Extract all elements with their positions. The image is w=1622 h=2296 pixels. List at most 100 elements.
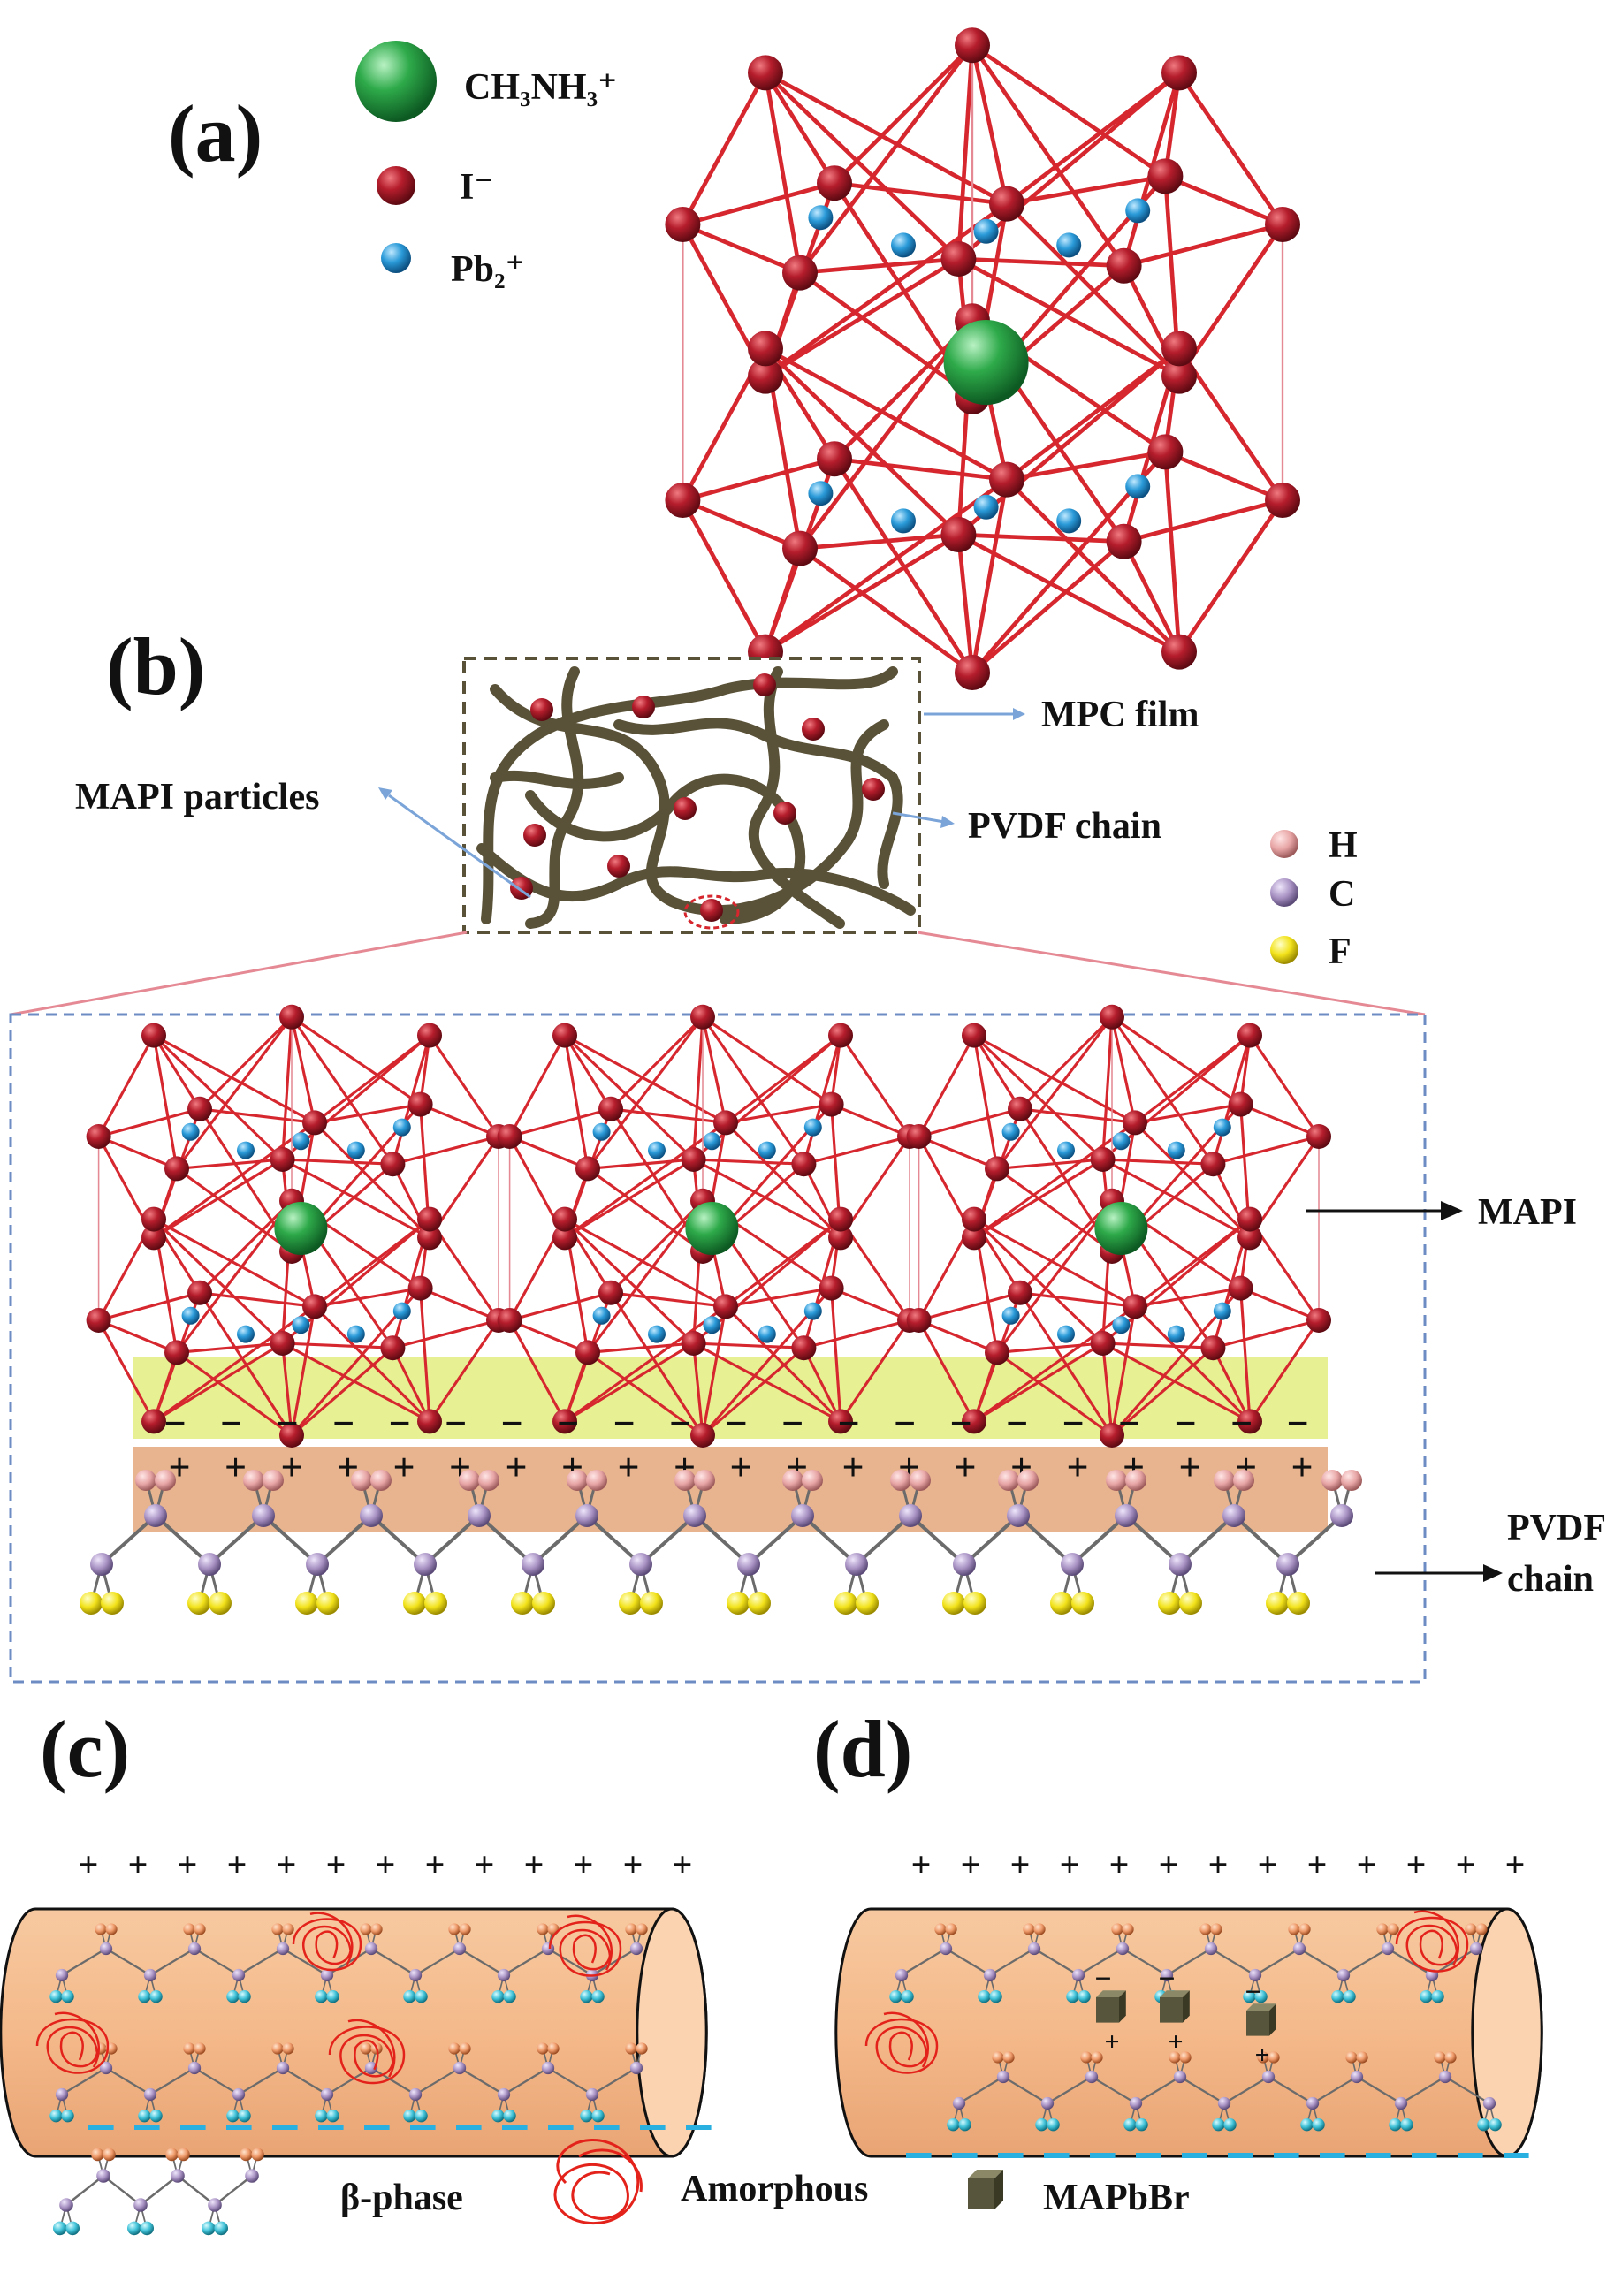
iodide-ion bbox=[302, 1110, 327, 1136]
iodide-bond bbox=[803, 1347, 842, 1423]
fluorine-atom bbox=[503, 2110, 516, 2123]
iodide-ion bbox=[748, 331, 783, 367]
positive-charge: + bbox=[841, 1446, 864, 1489]
positive-charge: + bbox=[1109, 1844, 1130, 1884]
iodide-ion bbox=[380, 1152, 406, 1177]
carbon-bond bbox=[459, 2067, 505, 2095]
fluorine-atom bbox=[226, 2110, 240, 2123]
negative-charge: − bbox=[1174, 1402, 1196, 1445]
iodide-bond bbox=[98, 1291, 201, 1322]
iodide-ion bbox=[417, 1023, 442, 1048]
mapi-crystal-row bbox=[86, 1004, 1331, 1448]
carbon-atom bbox=[1350, 2070, 1364, 2084]
carbon-atom bbox=[276, 1942, 290, 1956]
iodide-bond bbox=[831, 1103, 910, 1138]
iodide-ion bbox=[1123, 1294, 1147, 1319]
carbon-bond bbox=[901, 1948, 947, 1976]
amorphous-stroke bbox=[54, 2011, 100, 2068]
pvdf-chain-label-line2: chain bbox=[1507, 1559, 1594, 1600]
fluorine-atom bbox=[1123, 2118, 1137, 2132]
lead-ion bbox=[392, 1302, 411, 1320]
iodide-bond bbox=[97, 1034, 156, 1137]
iodide-bond bbox=[803, 1135, 910, 1166]
iodide-ion bbox=[819, 1091, 844, 1117]
carbon-atom bbox=[497, 1968, 511, 1982]
mapi-particle bbox=[753, 673, 776, 696]
carbon-bond bbox=[154, 1514, 211, 1566]
iodide-bond bbox=[1133, 1121, 1252, 1239]
lead-ion bbox=[1167, 1325, 1185, 1343]
iodide-ion bbox=[552, 1409, 577, 1434]
iodide-bond bbox=[1006, 174, 1166, 206]
iodide-bond bbox=[199, 1107, 316, 1124]
iodide-ion bbox=[791, 1152, 817, 1177]
negative-charge bbox=[1412, 2153, 1437, 2158]
iodide-bond bbox=[995, 1199, 1114, 1354]
lead-ion bbox=[1112, 1316, 1131, 1334]
mapi-particles-arrow-line bbox=[388, 794, 531, 899]
amorphous-coil bbox=[1395, 1910, 1469, 1973]
iodide-bond bbox=[764, 71, 1009, 206]
hydrogen-atom bbox=[1023, 1923, 1035, 1935]
iodide-ion bbox=[380, 1335, 406, 1361]
iodide-bond bbox=[1102, 1158, 1214, 1166]
carbon-bond bbox=[1223, 2076, 1269, 2104]
iodide-ion bbox=[417, 1206, 442, 1232]
iodide-ion bbox=[1237, 1225, 1262, 1251]
negative-charge bbox=[1504, 2153, 1529, 2158]
hydrogen-atom bbox=[1214, 1470, 1235, 1491]
negative-charge bbox=[1090, 2153, 1116, 2158]
iodide-bond bbox=[803, 1319, 910, 1349]
iodide-bond bbox=[970, 44, 1009, 205]
fluorine-atom bbox=[1179, 1592, 1202, 1615]
iodide-bond bbox=[98, 1107, 201, 1138]
fluorine-atom bbox=[138, 1990, 151, 2003]
cube-side bbox=[1119, 1990, 1126, 2023]
hydrogen-atom bbox=[478, 1470, 499, 1491]
iodide-bond bbox=[692, 1342, 704, 1436]
fluorine-atom bbox=[1047, 2118, 1060, 2132]
iodide-bond bbox=[563, 1218, 695, 1345]
iodide-ion bbox=[552, 1206, 577, 1232]
mapbbr-particle bbox=[1160, 1990, 1190, 2023]
iodide-ion bbox=[748, 55, 783, 91]
fluorine-atom bbox=[580, 2110, 593, 2123]
hydrogen-atom bbox=[674, 1470, 696, 1491]
iodide-bond bbox=[1005, 477, 1181, 654]
iodide-bond bbox=[1101, 1342, 1251, 1423]
iodide-bond bbox=[198, 1199, 293, 1294]
carbon-bond bbox=[1124, 1514, 1182, 1566]
carbon-bond bbox=[1232, 1514, 1290, 1566]
fluorine-atom bbox=[947, 2118, 960, 2132]
negative-charge: − bbox=[445, 1402, 467, 1445]
hydrogen-atom bbox=[360, 2042, 372, 2055]
iodide-bond bbox=[764, 477, 1009, 654]
carbon-bond bbox=[591, 1948, 637, 1976]
carbon-atom bbox=[198, 1553, 221, 1576]
lead-ion bbox=[803, 1118, 822, 1137]
fluorine-atom bbox=[326, 1990, 339, 2003]
iodide-bond bbox=[957, 532, 1181, 654]
positive-charge: + bbox=[1159, 1844, 1179, 1884]
amorphous-stroke bbox=[1413, 1910, 1459, 1966]
carbon-atom bbox=[232, 2087, 246, 2102]
fluorine-atom bbox=[958, 2118, 971, 2132]
negative-charge bbox=[906, 2153, 932, 2158]
carbon-bond bbox=[238, 1948, 284, 1976]
carbon-bond bbox=[1356, 2076, 1402, 2104]
positive-charge: + bbox=[673, 1844, 693, 1884]
iodide-ion bbox=[681, 1147, 706, 1172]
iodide-bond bbox=[199, 1291, 316, 1308]
legend-lead-label: Pb₂⁺ bbox=[451, 249, 525, 290]
iodide-ion bbox=[141, 1409, 166, 1434]
positive-charge: + bbox=[1066, 1446, 1088, 1489]
iodide-ion bbox=[407, 1091, 433, 1117]
iodide-bond bbox=[1240, 1287, 1320, 1322]
fluorine-atom bbox=[1489, 2118, 1502, 2132]
hydrogen-atom bbox=[1106, 1470, 1127, 1491]
hydrogen-atom bbox=[177, 2148, 190, 2162]
iodide-bond bbox=[798, 546, 974, 674]
carbon-atom bbox=[845, 1553, 868, 1576]
carbon-atom bbox=[1173, 2070, 1187, 2084]
negative-charge bbox=[1366, 2153, 1391, 2158]
